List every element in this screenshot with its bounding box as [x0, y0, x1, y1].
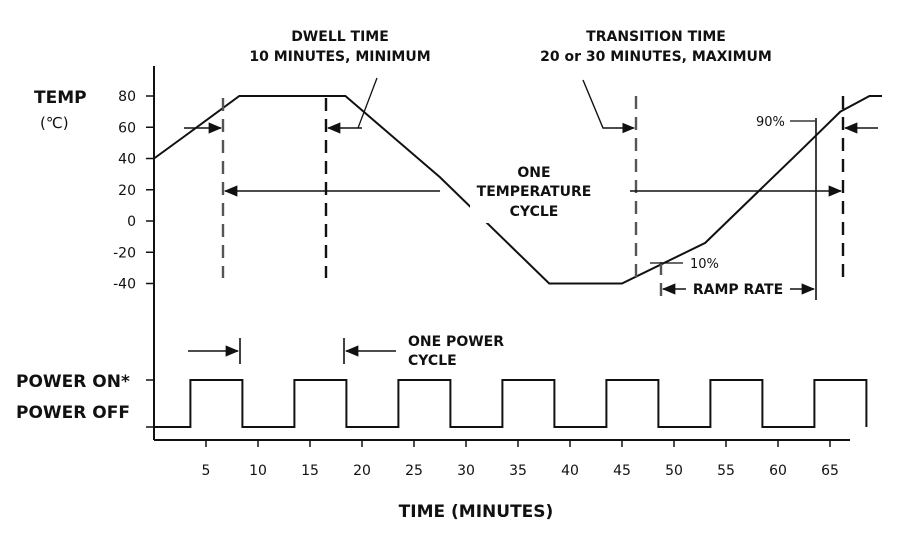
- transition-time-label-line2: 20 or 30 MINUTES, MAXIMUM: [540, 49, 772, 65]
- power-cycle-label-line1: ONE POWER: [408, 334, 504, 350]
- temp-tick-label: 0: [127, 214, 136, 230]
- dwell-leader-line: [357, 77, 378, 129]
- temperature-cycle-label-bg: [470, 163, 600, 223]
- time-tick-label: 15: [301, 463, 319, 479]
- x-axis-title: TIME (MINUTES): [399, 502, 554, 522]
- time-tick-label: 25: [405, 463, 423, 479]
- power-on-label: POWER ON*: [16, 372, 130, 392]
- temperature-cycle-label-line2: TEMPERATURE: [477, 184, 592, 200]
- temp-axis-title: TEMP: [34, 88, 87, 108]
- temp-axis-unit: (℃): [40, 114, 69, 132]
- power-cycle-waveform: [154, 379, 868, 428]
- ramp-rate-label: RAMP RATE: [693, 282, 783, 298]
- time-tick-label: 50: [665, 463, 683, 479]
- time-tick-label: 65: [821, 463, 839, 479]
- time-tick-label: 40: [561, 463, 579, 479]
- ten-percent-label: 10%: [690, 257, 719, 272]
- transition-time-label-line1: TRANSITION TIME: [586, 29, 726, 45]
- power-off-label: POWER OFF: [16, 403, 130, 423]
- dwell-time-label-line1: DWELL TIME: [291, 29, 389, 45]
- power-cycle-label-line2: CYCLE: [408, 353, 457, 369]
- time-tick-label: 60: [769, 463, 787, 479]
- time-tick-label: 35: [509, 463, 527, 479]
- transition-leader-line: [582, 79, 636, 134]
- temp-tick-label: 40: [118, 152, 136, 168]
- temp-tick-label: 60: [118, 120, 136, 136]
- time-axis-ticks: 5 10 15 20 25 30 35 40 45 50 55 60 65: [202, 440, 839, 479]
- time-tick-label: 55: [717, 463, 735, 479]
- temp-tick-label: 80: [118, 89, 136, 105]
- temp-tick-label: -40: [113, 277, 136, 293]
- time-tick-label: 10: [249, 463, 267, 479]
- temperature-cycle-label-line1: ONE: [517, 165, 550, 181]
- temp-tick-label: -20: [113, 245, 136, 261]
- temp-tick-label: 20: [118, 183, 136, 199]
- time-tick-label: 5: [202, 463, 211, 479]
- temperature-profile-line: [153, 95, 882, 285]
- time-tick-label: 45: [613, 463, 631, 479]
- time-tick-label: 30: [457, 463, 475, 479]
- ninety-percent-label: 90%: [756, 115, 785, 130]
- temp-axis-ticks: 80 60 40 20 0 -20 -40: [113, 89, 154, 428]
- dwell-time-label-line2: 10 MINUTES, MINIMUM: [249, 49, 430, 65]
- temperature-cycle-label-line3: CYCLE: [510, 204, 559, 220]
- time-tick-label: 20: [353, 463, 371, 479]
